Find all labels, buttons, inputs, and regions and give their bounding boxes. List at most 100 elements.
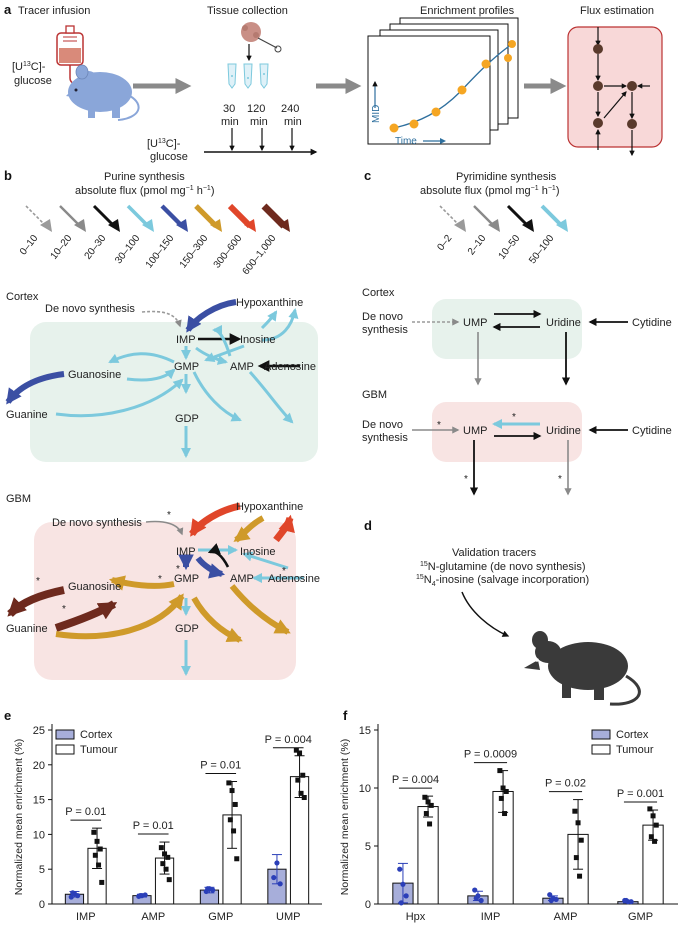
tracer-label-sup: 13	[23, 61, 31, 68]
tumour-point	[497, 768, 503, 774]
timeline-label-sup: 13	[158, 138, 166, 145]
y-tick-label: 15	[359, 725, 371, 737]
mouse-icon-validation	[524, 631, 641, 706]
node-guanosine-cortex: Guanosine	[68, 369, 121, 381]
cortex-region	[30, 322, 318, 462]
purine-unit-a: absolute flux (pmol mg	[75, 185, 186, 197]
step-tissue-collection: Tissue collection	[207, 5, 288, 17]
pyr-star-ump-out: *	[464, 474, 468, 485]
svg-text:absolute flux (pmol mg−1 h−1): absolute flux (pmol mg−1 h−1)	[75, 185, 215, 197]
tumour-point	[572, 808, 578, 814]
tumour-point	[293, 747, 299, 753]
legend-label-cortex: Cortex	[616, 729, 649, 741]
pyrimidine-title: Pyrimidine synthesis	[456, 171, 557, 183]
tumour-point	[297, 750, 303, 756]
x-tick-label: IMP	[481, 911, 501, 923]
sig-star-denovo: *	[167, 510, 171, 521]
node-guanosine-gbm: Guanosine	[68, 581, 121, 593]
tracer2-sup: 15	[416, 574, 424, 581]
legend-label-2: 10–50	[497, 233, 523, 262]
node-gmp-gbm: GMP	[174, 573, 199, 585]
legend-arrow-5	[194, 204, 218, 228]
iv-bag-icon	[56, 25, 93, 86]
cortex-point	[400, 881, 406, 887]
pyr-node-ump-gbm: UMP	[463, 425, 487, 437]
svg-text:15N4-inosine (salvage incorpor: 15N4-inosine (salvage incorporation)	[416, 574, 589, 588]
pyrimidine-gbm-labels: De novo synthesis UMP Uridine Cytidine *…	[362, 412, 672, 485]
panel-c: c Pyrimidine synthesis absolute flux (pm…	[362, 168, 672, 496]
sig-star-adenosine: *	[282, 566, 286, 577]
cortex-point	[274, 860, 280, 866]
tracer1-text: N-glutamine (de novo synthesis)	[428, 561, 586, 573]
legend-arrowhead-2	[522, 219, 534, 232]
legend-arrowhead-1	[74, 219, 86, 232]
tumour-point	[425, 799, 431, 805]
tumour-bar-hpx	[417, 806, 439, 905]
node-de-novo-cortex: De novo synthesis	[45, 303, 135, 315]
legend-arrowhead-0	[40, 219, 52, 232]
cortex-point	[548, 897, 554, 904]
plot-ylabel: MID	[371, 105, 382, 123]
tracer2-n: N	[424, 574, 432, 586]
p-value-label: P = 0.01	[65, 806, 106, 818]
node-gmp-cortex: GMP	[174, 361, 199, 373]
cortex-point	[137, 893, 143, 899]
tumour-point	[97, 846, 103, 852]
tumour-point	[578, 837, 584, 843]
pyrimidine-cortex-network	[412, 309, 628, 386]
p-value-label: P = 0.001	[617, 788, 664, 800]
legend-arrowhead-4	[176, 219, 188, 232]
node-imp-gbm: IMP	[176, 546, 196, 558]
cortex-point	[472, 887, 478, 893]
tumour-point	[500, 785, 506, 791]
legend-label-0: 0–10	[18, 233, 41, 258]
node-amp-gbm: AMP	[230, 573, 254, 585]
tumour-point	[300, 772, 306, 778]
x-tick-label: UMP	[276, 911, 300, 923]
tumour-point	[226, 780, 232, 786]
p-value-label: P = 0.01	[133, 820, 174, 832]
node-imp-cortex: IMP	[176, 334, 196, 346]
node-inosine-gbm: Inosine	[240, 546, 275, 558]
pyr-node-cytidine-cortex: Cytidine	[632, 317, 672, 329]
tumour-point	[94, 838, 100, 844]
sig-star-guanine2: *	[62, 604, 66, 615]
time-30: 30	[223, 103, 235, 115]
pyrimidine-gbm-network	[412, 418, 628, 496]
purine-cortex-labels: De novo synthesis Hypoxanthine IMP Inosi…	[6, 297, 316, 425]
pyr-cortex-label: Cortex	[362, 287, 395, 299]
cortex-label: Cortex	[6, 291, 39, 303]
purine-unit-exp2: −1	[203, 185, 211, 192]
tumour-point	[577, 873, 583, 879]
cortex-point	[277, 881, 283, 887]
cortex-point	[271, 874, 277, 881]
tumour-point	[92, 852, 98, 858]
node-gdp-cortex: GDP	[175, 413, 199, 425]
purine-unit-end: )	[211, 185, 215, 197]
legend-arrow-0	[25, 205, 47, 227]
tumour-point	[295, 777, 301, 783]
tumour-point	[503, 788, 509, 794]
y-tick-label: 20	[33, 760, 45, 772]
pyr-node-denovo-c1: De novo	[362, 311, 403, 323]
legend-arrow-1	[473, 205, 495, 227]
tracer2-text: -inosine (salvage incorporation)	[436, 574, 589, 586]
purine-gbm-labels: De novo synthesis Hypoxanthine IMP Inosi…	[6, 501, 320, 635]
pyr-node-uridine-cortex: Uridine	[546, 317, 581, 329]
cortex-point	[473, 895, 479, 901]
purine-gbm-network	[7, 502, 304, 677]
y-axis-label: Normalized mean enrichment (%)	[339, 739, 351, 895]
mouse-icon	[66, 64, 140, 121]
node-hypoxanthine-cortex: Hypoxanthine	[236, 297, 303, 309]
x-tick-label: IMP	[76, 911, 96, 923]
cortex-point	[628, 899, 634, 905]
legend-arrow-3	[540, 204, 564, 228]
tumour-point	[227, 817, 233, 823]
x-tick-label: Hpx	[406, 911, 426, 923]
purine-cortex-network	[5, 299, 300, 459]
time-240: 240	[281, 103, 299, 115]
panel-letter-a: a	[4, 2, 12, 17]
legend-swatch-cortex	[55, 729, 75, 740]
y-tick-label: 0	[365, 899, 371, 911]
